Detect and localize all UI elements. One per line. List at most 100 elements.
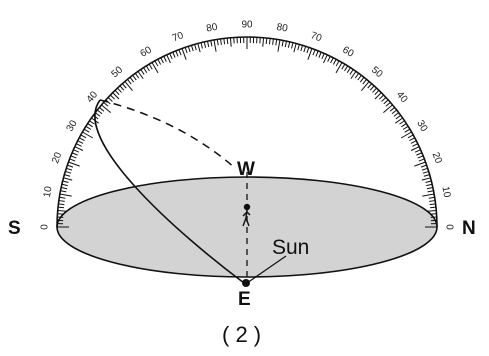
scale-tick [426, 181, 432, 182]
scale-tick [198, 43, 200, 52]
scale-tick [81, 135, 86, 138]
scale-tick [135, 73, 139, 78]
scale-tick [191, 45, 193, 51]
scale-tick [62, 184, 68, 185]
scale-tick [58, 204, 64, 205]
scale-tick [68, 162, 79, 166]
scale-tick [409, 138, 414, 141]
scale-label: 20 [50, 150, 64, 165]
south-label: S [8, 218, 21, 239]
scale-tick [430, 207, 436, 208]
scale-tick [273, 39, 274, 45]
scale-tick [333, 59, 336, 64]
scale-tick [386, 102, 391, 106]
scale-tick [208, 41, 209, 47]
sun-label: Sun [272, 236, 309, 259]
scale-tick [375, 90, 379, 94]
scale-tick [66, 168, 72, 170]
scale-tick [211, 40, 212, 46]
scale-tick [392, 110, 397, 114]
scale-label: 80 [206, 22, 219, 35]
scale-tick [415, 150, 420, 152]
scale-tick [323, 55, 327, 63]
scale-label: 70 [309, 30, 324, 44]
scale-tick [188, 46, 190, 52]
scale-tick [428, 191, 434, 192]
scale-label: 70 [171, 30, 186, 44]
scale-tick [379, 95, 383, 99]
scale-tick [61, 188, 67, 189]
scale-tick [173, 52, 175, 58]
scale-label: 30 [65, 118, 80, 134]
scale-tick [67, 165, 73, 167]
scale-tick [429, 197, 435, 198]
scale-tick [419, 159, 425, 161]
scale-tick [422, 178, 431, 180]
scale-tick [294, 43, 296, 52]
scale-tick [176, 51, 178, 57]
scale-tick [214, 40, 216, 52]
scale-tick [426, 184, 432, 185]
scale-tick [360, 77, 364, 82]
scale-tick [141, 69, 144, 74]
scale-label: 60 [139, 44, 155, 59]
scale-tick [133, 75, 137, 80]
scale-label: 10 [439, 186, 452, 199]
scale-tick [195, 44, 197, 50]
scale-tick [201, 43, 202, 49]
scale-tick [164, 56, 167, 61]
scale-tick [383, 105, 392, 113]
scale-tick [86, 126, 91, 129]
scale-tick [412, 144, 417, 147]
scale-tick [304, 46, 306, 52]
scale-tick [63, 178, 72, 180]
scale-tick [316, 51, 318, 57]
scale-tick [227, 38, 228, 44]
scale-tick [73, 150, 78, 152]
scale-tick [95, 113, 100, 117]
scale-label: 40 [394, 89, 410, 105]
scale-tick [63, 181, 69, 182]
scale-tick [167, 55, 171, 63]
scale-tick [93, 115, 98, 119]
scale-label: 10 [42, 185, 55, 198]
scale-tick [84, 129, 89, 132]
scale-tick [58, 207, 64, 208]
scale-tick [331, 58, 334, 63]
scale-tick [347, 68, 350, 73]
scale-tick [422, 194, 434, 196]
scale-tick [263, 38, 264, 47]
scale-tick [115, 90, 119, 94]
scale-tick [345, 66, 348, 71]
scale-tick [342, 64, 345, 69]
scale-tick [396, 115, 401, 119]
scale-label: 0 [443, 224, 454, 230]
scale-tick [158, 59, 161, 64]
scale-tick [58, 210, 67, 211]
scale-tick [390, 107, 395, 111]
scale-tick [282, 40, 283, 46]
scale-tick [363, 79, 367, 84]
scale-tick [322, 53, 324, 58]
scale-label: 90 [241, 20, 253, 31]
scale-label: 30 [414, 119, 429, 135]
scale-tick [298, 44, 300, 50]
scale-tick [65, 171, 71, 173]
scale-tick [120, 86, 124, 90]
scale-tick [64, 175, 70, 177]
scale-tick [72, 153, 78, 155]
scale-tick [422, 168, 428, 170]
scale-tick [336, 61, 339, 66]
scale-tick [76, 144, 81, 147]
scale-tick [313, 50, 315, 56]
west-label: W [237, 159, 255, 180]
east-label: E [238, 289, 251, 310]
scale-label: 50 [369, 65, 385, 81]
scale-tick [416, 153, 422, 155]
scale-tick [99, 107, 104, 111]
sun-dot [242, 279, 250, 287]
scale-tick [368, 84, 372, 89]
scale-tick [217, 39, 218, 45]
scale-tick [108, 97, 112, 101]
scale-tick [414, 162, 425, 166]
